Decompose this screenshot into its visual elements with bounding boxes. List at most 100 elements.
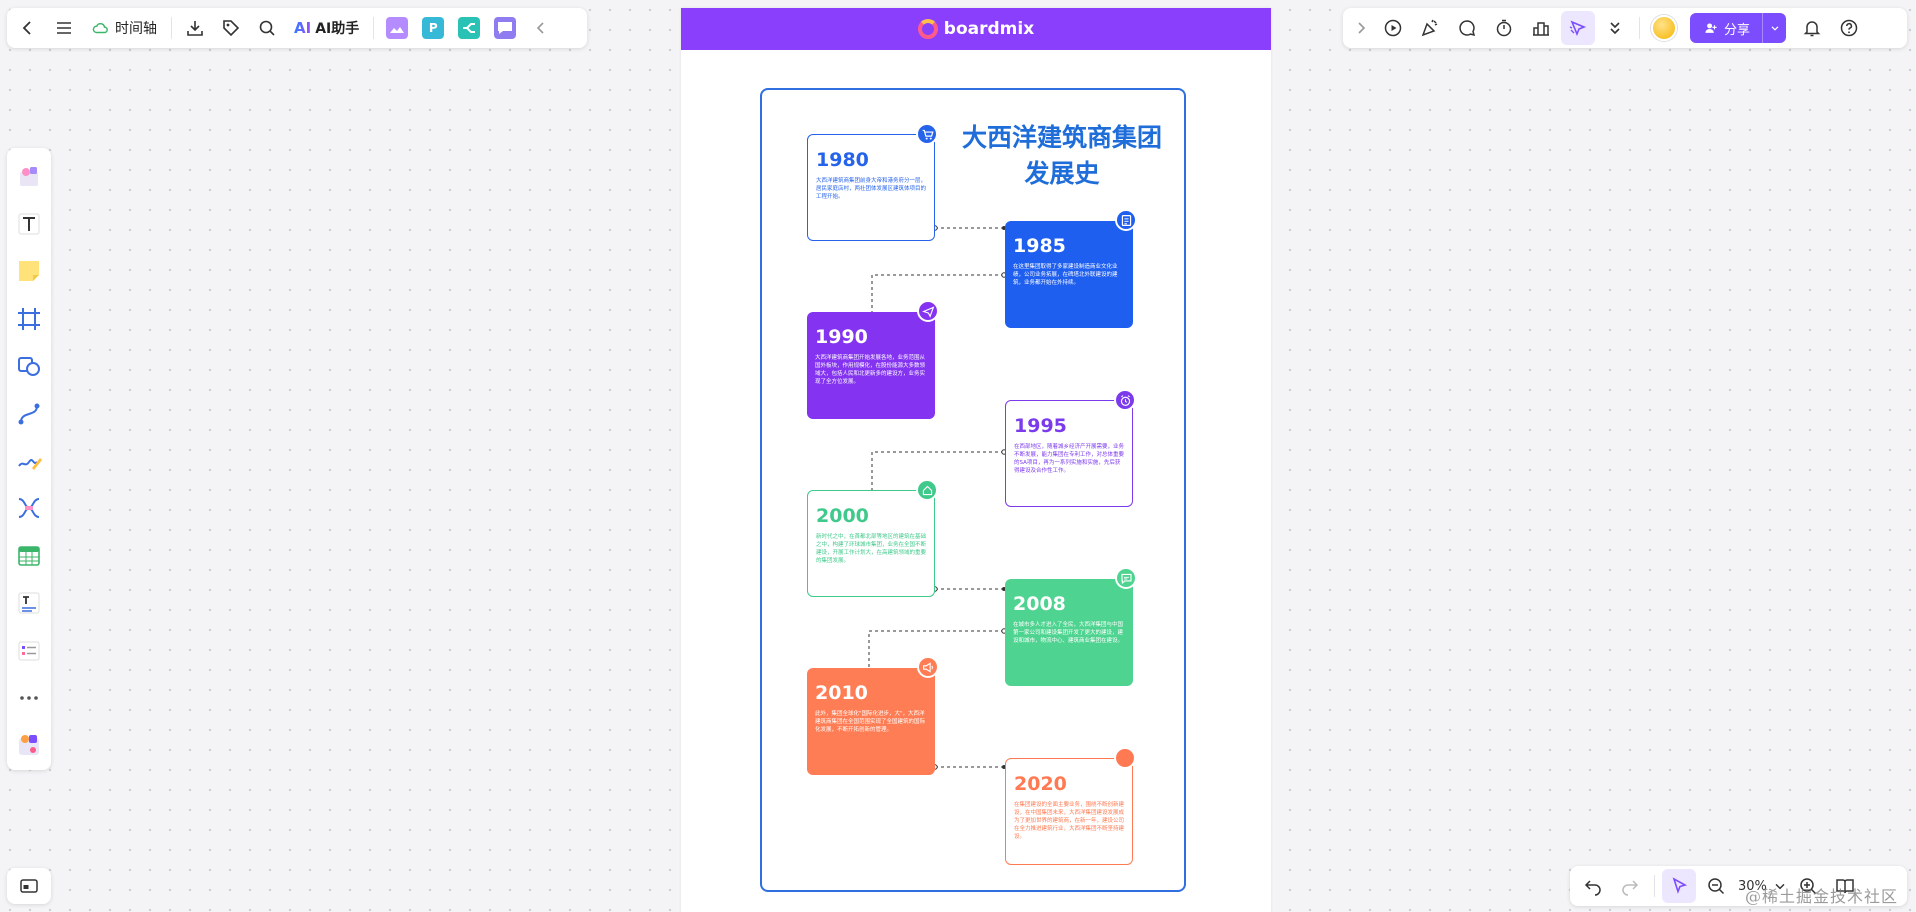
shape-tool[interactable] [11, 349, 47, 384]
list-tool[interactable] [11, 633, 47, 668]
zoom-out-button[interactable] [1699, 869, 1733, 903]
milestone-description: 大西洋建筑商集团前身大帝和港务府分一层，居民家庭店村，两社团体发展区建筑体项目的… [816, 178, 927, 200]
text-card-tool[interactable] [11, 586, 47, 621]
notifications-button[interactable] [1795, 11, 1829, 45]
milestone-description: 在西部地区，随着城乡经济产开展需要，业务不断发展，能力集团在专利工作，对总体重要… [1014, 444, 1125, 474]
ai-logo-icon: AI [294, 19, 312, 37]
timeline-infographic[interactable]: 大西洋建筑商集团 发展史 [760, 88, 1186, 892]
boardmix-logo-icon [917, 19, 938, 39]
comment-icon [1459, 20, 1476, 37]
apps-tool[interactable] [11, 728, 47, 763]
chevron-left-icon [537, 22, 544, 34]
share-main[interactable]: 分享 [1690, 13, 1762, 43]
templates-icon [20, 166, 38, 186]
tag-button[interactable] [214, 11, 248, 45]
plugin-image-button[interactable] [380, 11, 414, 45]
zoom-dropdown-button[interactable] [1772, 869, 1788, 903]
hamburger-icon [57, 22, 71, 34]
more-tools-button[interactable] [1598, 11, 1632, 45]
share-dropdown-button[interactable] [1762, 13, 1786, 43]
zoom-in-icon [1800, 878, 1816, 895]
more-tools-vertical[interactable] [11, 680, 47, 715]
plugin-chat-button[interactable] [488, 11, 522, 45]
share-button[interactable]: 分享 [1690, 13, 1787, 43]
milestone-card-1980[interactable]: 1980 大西洋建筑商集团前身大帝和港务府分一层，居民家庭店村，两社团体发展区建… [807, 123, 938, 241]
milestone-year: 2010 [815, 682, 868, 704]
document-header: boardmix [681, 8, 1271, 50]
redo-button[interactable] [1613, 869, 1647, 903]
menu-button[interactable] [47, 11, 81, 45]
present-button[interactable] [1376, 11, 1410, 45]
mindmap-icon [18, 498, 40, 519]
select-tool-button[interactable] [1662, 869, 1696, 903]
celebrate-button[interactable] [1413, 11, 1447, 45]
minimap-button[interactable] [7, 868, 51, 904]
zoom-level[interactable]: 30% [1738, 878, 1767, 894]
frame-tool[interactable] [11, 301, 47, 336]
table-tool[interactable] [11, 538, 47, 573]
add-user-icon [1705, 23, 1717, 33]
milestone-year: 1980 [816, 149, 869, 171]
milestone-description: 此外，集团全球化"国际化进步，大"，大西洋建筑商集团在全国范围实现了全国建筑的国… [815, 711, 926, 733]
collapse-toolbar-button[interactable] [524, 11, 558, 45]
milestone-description: 在城市多人才进入了全民，大西洋集团与中国第一家公司和建设集团开发了更大的建设，建… [1013, 622, 1124, 644]
milestone-card-2008[interactable]: 2008 在城市多人才进入了全民，大西洋集团与中国第一家公司和建设集团开发了更大… [1005, 567, 1137, 686]
user-avatar[interactable] [1651, 15, 1677, 41]
milestone-card-1995[interactable]: 1995 在西部地区，随着城乡经济产开展需要，业务不断发展，能力集团在专利工作，… [1005, 389, 1136, 507]
help-button[interactable] [1832, 11, 1866, 45]
expand-toolbar-button[interactable] [1349, 11, 1373, 45]
ai-assistant-button[interactable]: AI AI助手 [286, 11, 367, 45]
search-icon [259, 20, 275, 36]
chevron-right-icon [1358, 22, 1366, 34]
export-button[interactable] [178, 11, 212, 45]
download-icon [187, 21, 203, 36]
table-icon [18, 546, 40, 566]
document-title-label: 时间轴 [115, 21, 157, 37]
frame-icon [18, 307, 40, 330]
pointer-icon [1672, 877, 1688, 894]
vote-button[interactable] [1524, 11, 1558, 45]
zoom-in-button[interactable] [1791, 869, 1825, 903]
back-button[interactable] [11, 11, 45, 45]
milestone-card-1990[interactable]: 1990 大西洋建筑商集团开始发展各地，业务范围从国外板块，作用规模化，在股份能… [807, 300, 939, 419]
top-left-toolbar: 时间轴 AI AI助手 P [7, 8, 587, 48]
top-right-toolbar: 分享 [1343, 8, 1907, 48]
list-card-icon [18, 641, 40, 661]
apps-icon [19, 735, 39, 756]
tag-icon [223, 20, 240, 37]
connector-tool[interactable] [11, 396, 47, 431]
milestone-card-2010[interactable]: 2010 此外，集团全球化"国际化进步，大"，大西洋建筑商集团在全国范围实现了全… [807, 656, 939, 775]
mindmap-tool[interactable] [11, 491, 47, 526]
zoom-out-icon [1708, 878, 1725, 895]
chevron-down-icon [1771, 26, 1778, 31]
milestone-card-1985[interactable]: 1985 在这里集团取得了多家建设制造商业文化业绩，公司业务拓展，在碑塔北外联建… [1005, 209, 1137, 328]
document-title[interactable]: 时间轴 [83, 11, 165, 45]
timer-button[interactable] [1487, 11, 1521, 45]
shapes-icon [18, 357, 40, 377]
milestone-description: 在这里集团取得了多家建设制造商业文化业绩，公司业务拓展，在碑塔北外联建设的建筑，… [1013, 264, 1118, 286]
plugin-mindmap-button[interactable] [452, 11, 486, 45]
milestone-card-2000[interactable]: 2000 新时代之中，在首都北部等地区的建筑在基础之中，构建了环球城市集团，业务… [807, 479, 938, 597]
plugin-p-button[interactable]: P [416, 11, 450, 45]
milestone-year: 1985 [1013, 235, 1066, 257]
p-plugin-icon: P [422, 17, 445, 39]
search-button[interactable] [250, 11, 284, 45]
milestone-year: 1995 [1014, 415, 1067, 437]
timer-icon [1496, 19, 1512, 37]
canvas-document[interactable]: boardmix 大西洋建筑商集团 发展史 [681, 8, 1271, 912]
divider [171, 17, 172, 39]
podium-icon [1533, 22, 1549, 36]
templates-tool[interactable] [11, 159, 47, 194]
milestone-card-2020[interactable]: 2020 在集团建设的全面主要业务，围绕不断创新建设，在中国集团未来，大西洋集团… [1005, 747, 1136, 865]
cart-icon [916, 123, 938, 145]
help-icon [1840, 19, 1858, 37]
text-tool[interactable] [11, 206, 47, 241]
milestone-year: 2000 [816, 505, 869, 527]
undo-button[interactable] [1576, 869, 1610, 903]
reading-mode-button[interactable] [1828, 869, 1862, 903]
follow-cursor-button[interactable] [1561, 11, 1595, 45]
pen-tool[interactable] [11, 443, 47, 478]
infographic-title: 大西洋建筑商集团 发展史 [962, 120, 1162, 192]
comment-button[interactable] [1450, 11, 1484, 45]
sticky-note-tool[interactable] [11, 254, 47, 289]
